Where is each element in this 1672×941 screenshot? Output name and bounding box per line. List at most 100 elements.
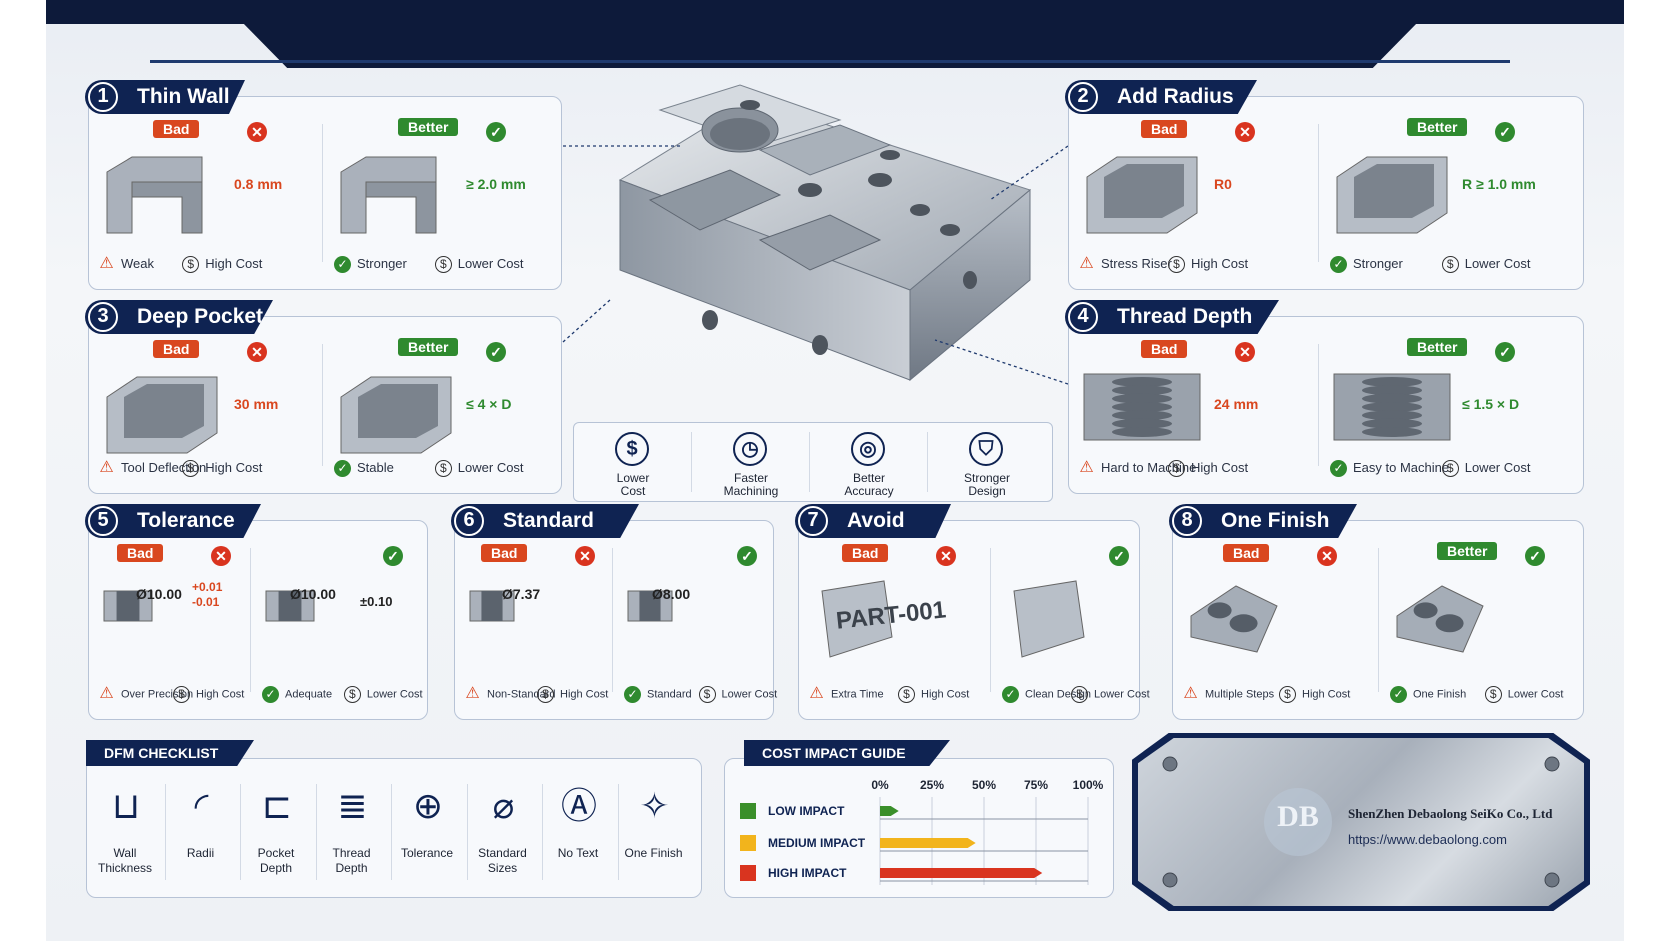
bad-dimension-label: 30 mm <box>234 396 279 412</box>
bad-x-icon: ✕ <box>575 546 595 566</box>
cost-bar <box>880 868 1043 878</box>
bad-caption-1-text: Extra Time <box>831 688 884 701</box>
dfm-checklist-panel <box>86 758 702 898</box>
bad-dimension-label: R0 <box>1214 176 1232 192</box>
top-accent-line <box>150 60 1510 63</box>
radii-icon: ◜ <box>194 785 209 826</box>
good-caption-1: ✓One Finish <box>1390 686 1466 703</box>
bad-x-icon: ✕ <box>247 122 267 142</box>
good-caption-2-text: Lower Cost <box>1094 688 1150 701</box>
good-example-illustration <box>265 590 315 622</box>
good-check-icon: ✓ <box>486 342 506 362</box>
bad-caption-1-text: Multiple Steps <box>1205 688 1275 701</box>
bad-dimension-label: Ø7.37 <box>502 586 541 602</box>
bad-example-illustration <box>821 580 893 658</box>
bad-caption-2: $High Cost <box>898 686 969 703</box>
dollar-icon: $ <box>182 460 200 478</box>
better-tag: Better <box>398 118 459 136</box>
benefit-label-line2: Design <box>968 484 1006 498</box>
warning-icon: ⚠ <box>99 459 114 477</box>
better-tag: Better <box>1407 338 1468 356</box>
dfm-checklist-title: DFM CHECKLIST <box>86 740 254 766</box>
bad-caption-2-text: High Cost <box>196 688 245 701</box>
dollar-icon: $ <box>1168 256 1185 274</box>
cost-legend-swatch <box>740 803 756 819</box>
checklist-label-line1: Thread <box>332 846 371 860</box>
cost-axis-tick: 75% <box>1024 778 1048 792</box>
warning-icon: ⚠ <box>99 255 114 273</box>
good-check-icon: ✓ <box>1109 546 1129 566</box>
bad-caption-1-text: Stress Riser <box>1101 256 1172 271</box>
cost-row-label: HIGH IMPACT <box>768 866 847 880</box>
warning-icon: ⚠ <box>99 685 114 702</box>
checklist-divider <box>315 784 317 880</box>
benefit-label-line1: Faster <box>733 471 768 485</box>
good-caption-2: $Lower Cost <box>1484 686 1563 703</box>
card-title-text: Thin Wall <box>137 85 230 108</box>
bad-caption-1: ⚠Extra Time <box>808 686 884 703</box>
checklist-divider <box>391 784 392 880</box>
warning-icon: ⚠ <box>1183 685 1198 702</box>
bad-x-icon: ✕ <box>1317 546 1337 566</box>
better-tag: Better <box>1407 118 1468 136</box>
thread-depth-icon: ≣ <box>337 785 368 826</box>
checklist-label-line2: Thickness <box>97 861 153 875</box>
dollar-icon: $ <box>343 686 361 703</box>
benefit-label-line1: Better <box>852 471 885 485</box>
good-caption-1-text: Easy to Machine <box>1353 460 1450 475</box>
card-number: 3 <box>88 302 118 332</box>
benefit-divider <box>809 432 810 492</box>
standard-sizes-icon: ⌀ <box>492 785 515 826</box>
bad-caption-2: $ High Cost <box>182 460 263 478</box>
good-check-icon: ✓ <box>1525 546 1545 566</box>
cost-legend-swatch <box>740 865 756 881</box>
good-caption-1-text: Stronger <box>1353 256 1403 271</box>
bad-caption-2: $High Cost <box>173 686 244 703</box>
benefit-label-line1: Lower <box>616 471 650 485</box>
company-url[interactable]: https://www.debaolong.com <box>1348 832 1507 847</box>
bad-x-icon: ✕ <box>1235 342 1255 362</box>
card-number: 8 <box>1172 506 1202 536</box>
bad-caption-2-text: High Cost <box>205 460 263 475</box>
good-example-illustration <box>1396 585 1484 653</box>
check-circle-icon: ✓ <box>1002 686 1019 703</box>
shield-icon: ⛉ <box>969 432 1003 466</box>
good-caption-1: ✓Stronger <box>1330 256 1403 274</box>
bad-dimension-label: 24 mm <box>1214 396 1259 412</box>
dollar-icon: $ <box>434 256 452 274</box>
one-finish-icon: ✧ <box>639 785 670 826</box>
card-divider <box>250 548 251 692</box>
cost-axis-tick: 0% <box>871 778 889 792</box>
good-caption-1: ✓Stable <box>334 460 394 478</box>
bad-example-illustration <box>1086 156 1198 234</box>
bad-tag: Bad <box>1223 544 1270 562</box>
good-caption-1: ✓Stronger <box>334 256 407 274</box>
cost-legend-swatch <box>740 835 756 851</box>
good-caption-1: ✓Standard <box>624 686 692 703</box>
good-caption-2-text: Lower Cost <box>721 688 778 701</box>
good-check-icon: ✓ <box>383 546 403 566</box>
benefits-bar <box>573 422 1053 502</box>
warning-icon: ⚠ <box>465 685 480 702</box>
good-caption-1-text: Stronger <box>357 256 407 271</box>
checklist-label-line1: Wall <box>113 846 137 860</box>
bad-caption-1: ⚠ Multiple Steps <box>1182 686 1274 703</box>
dollar-icon: $ <box>1484 686 1502 703</box>
cost-row-label: LOW IMPACT <box>768 804 845 818</box>
bad-caption-2: $High Cost <box>1168 256 1248 274</box>
good-caption-2: $Lower Cost <box>1071 686 1150 703</box>
cost-axis-tick: 25% <box>920 778 944 792</box>
target-icon: ◎ <box>851 432 885 466</box>
checklist-label-line2: Depth <box>335 861 368 875</box>
card-divider <box>1318 124 1319 262</box>
checklist-divider <box>617 784 619 880</box>
checklist-label-line1: Pocket <box>257 846 295 860</box>
warning-icon: ⚠ <box>1079 255 1094 273</box>
checklist-label-line1: Tolerance <box>400 846 454 860</box>
good-example-illustration <box>627 590 673 622</box>
plate-screws <box>1162 756 1560 888</box>
pocket-depth-icon: ⊏ <box>261 785 293 826</box>
